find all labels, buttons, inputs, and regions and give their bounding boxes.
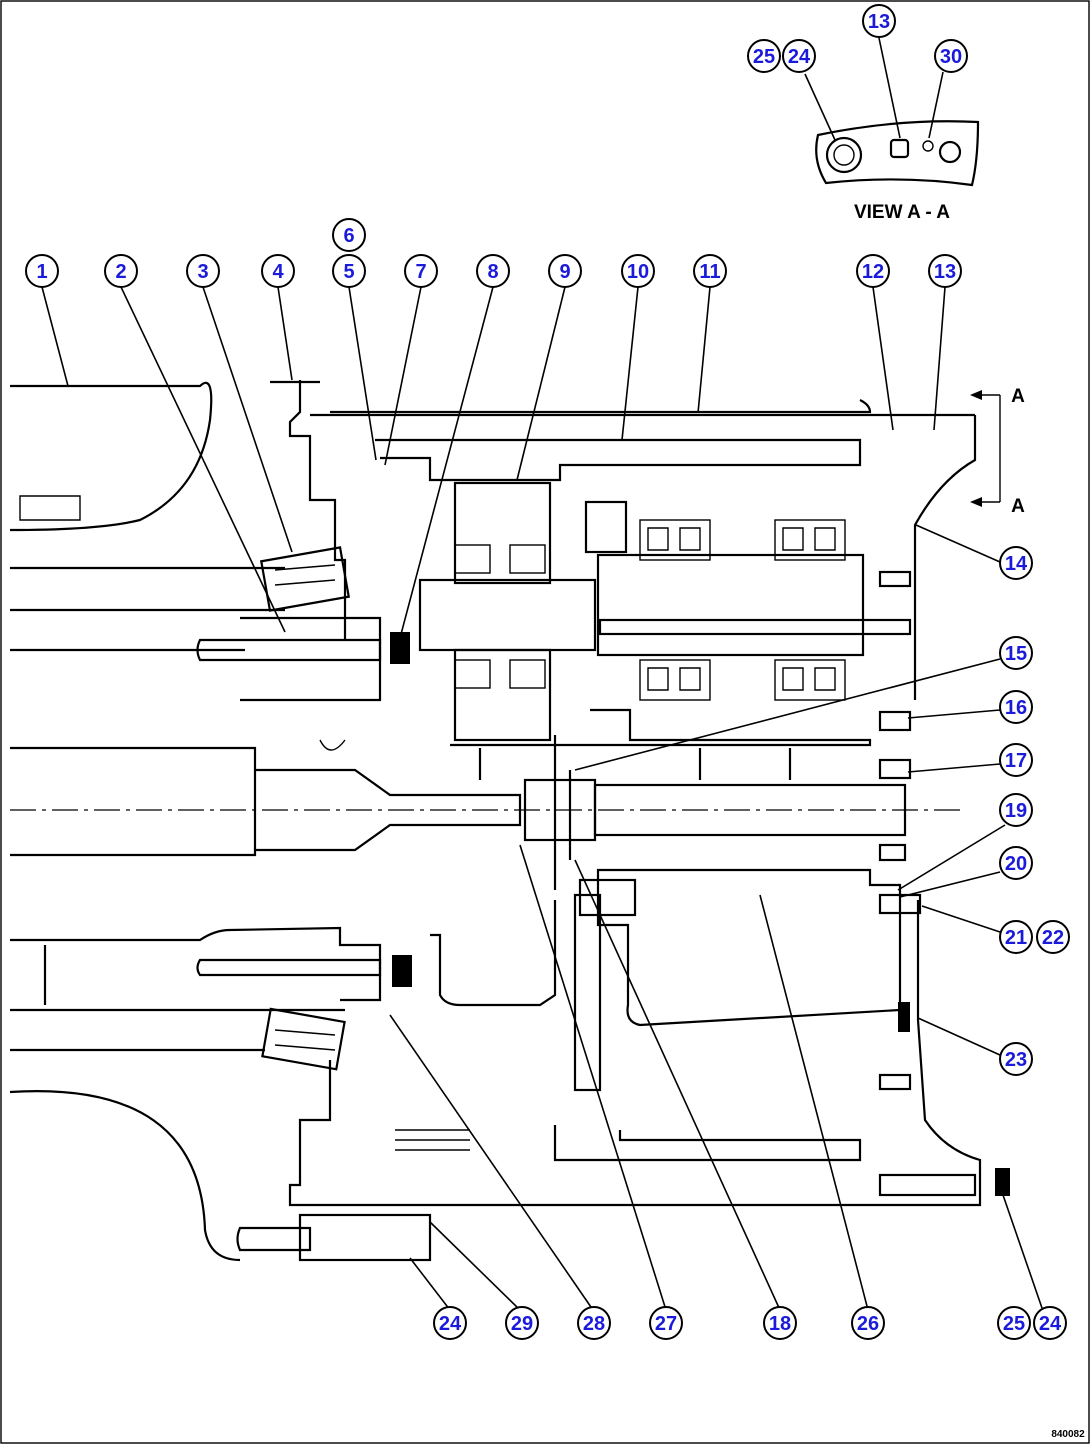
callout-22: 22 <box>1036 920 1070 954</box>
svg-text:18: 18 <box>769 1313 791 1335</box>
callout-17: 17 <box>999 743 1033 777</box>
svg-text:16: 16 <box>1005 697 1027 719</box>
view-title: VIEW A - A <box>854 202 950 223</box>
svg-text:27: 27 <box>655 1313 677 1335</box>
svg-text:23: 23 <box>1005 1049 1027 1071</box>
callout-6: 6 <box>332 218 366 252</box>
callout-9: 9 <box>548 254 582 288</box>
svg-text:13: 13 <box>934 261 956 283</box>
svg-text:29: 29 <box>511 1313 533 1335</box>
callout-8: 8 <box>476 254 510 288</box>
callout-2: 2 <box>104 254 138 288</box>
svg-text:24: 24 <box>1039 1313 1062 1335</box>
callout-19: 19 <box>999 793 1033 827</box>
svg-text:20: 20 <box>1005 853 1027 875</box>
svg-text:13: 13 <box>868 11 890 33</box>
svg-text:25: 25 <box>753 46 775 68</box>
svg-text:3: 3 <box>197 261 208 283</box>
svg-text:11: 11 <box>699 261 720 283</box>
svg-text:25: 25 <box>1003 1313 1025 1335</box>
svg-text:10: 10 <box>627 261 649 283</box>
section-mark-bottom: A <box>1011 496 1025 517</box>
callout-24-bottom-left: 24 <box>433 1306 467 1340</box>
callout-30: 30 <box>934 39 968 73</box>
callout-21: 21 <box>999 920 1033 954</box>
callout-29: 29 <box>505 1306 539 1340</box>
svg-text:8: 8 <box>487 261 498 283</box>
callout-25-view: 25 <box>747 39 781 73</box>
svg-text:9: 9 <box>559 261 570 283</box>
callout-10: 10 <box>621 254 655 288</box>
callout-11: 11 <box>693 254 727 288</box>
callout-18: 18 <box>763 1306 797 1340</box>
callout-16: 16 <box>999 690 1033 724</box>
svg-text:19: 19 <box>1005 800 1027 822</box>
svg-text:14: 14 <box>1005 553 1028 575</box>
callout-7: 7 <box>404 254 438 288</box>
svg-text:30: 30 <box>940 46 962 68</box>
svg-text:2: 2 <box>115 261 126 283</box>
svg-text:6: 6 <box>343 225 354 247</box>
callout-4: 4 <box>261 254 295 288</box>
cross-section <box>9 380 1010 1262</box>
svg-text:17: 17 <box>1005 750 1027 772</box>
callout-13: 13 <box>928 254 962 288</box>
svg-text:1: 1 <box>36 261 47 283</box>
svg-text:22: 22 <box>1042 927 1064 949</box>
svg-text:28: 28 <box>583 1313 605 1335</box>
callout-13-view: 13 <box>862 4 896 38</box>
callout-14: 14 <box>999 546 1033 580</box>
callout-5: 5 <box>332 254 366 288</box>
svg-text:7: 7 <box>415 261 426 283</box>
callout-24-bottom-right: 24 <box>1033 1306 1067 1340</box>
svg-text:21: 21 <box>1005 927 1027 949</box>
callout-20: 20 <box>999 846 1033 880</box>
callout-1: 1 <box>25 254 59 288</box>
view-a-a-detail <box>815 120 980 187</box>
section-mark-top: A <box>1011 386 1025 407</box>
callout-27: 27 <box>649 1306 683 1340</box>
callout-15: 15 <box>999 636 1033 670</box>
svg-text:24: 24 <box>788 46 811 68</box>
callout-23: 23 <box>999 1042 1033 1076</box>
callout-12: 12 <box>856 254 890 288</box>
svg-text:12: 12 <box>862 261 884 283</box>
drawing-code: 840082 <box>1051 1429 1085 1440</box>
callout-3: 3 <box>186 254 220 288</box>
leader-lines <box>41 37 1043 1311</box>
svg-text:26: 26 <box>857 1313 879 1335</box>
svg-text:4: 4 <box>272 261 284 283</box>
svg-text:5: 5 <box>343 261 354 283</box>
svg-text:24: 24 <box>439 1313 462 1335</box>
section-arrows <box>970 390 1001 507</box>
svg-text:15: 15 <box>1005 643 1027 665</box>
callout-25-bottom: 25 <box>997 1306 1031 1340</box>
callout-26: 26 <box>851 1306 885 1340</box>
callout-28: 28 <box>577 1306 611 1340</box>
callout-24-view: 24 <box>782 39 816 73</box>
